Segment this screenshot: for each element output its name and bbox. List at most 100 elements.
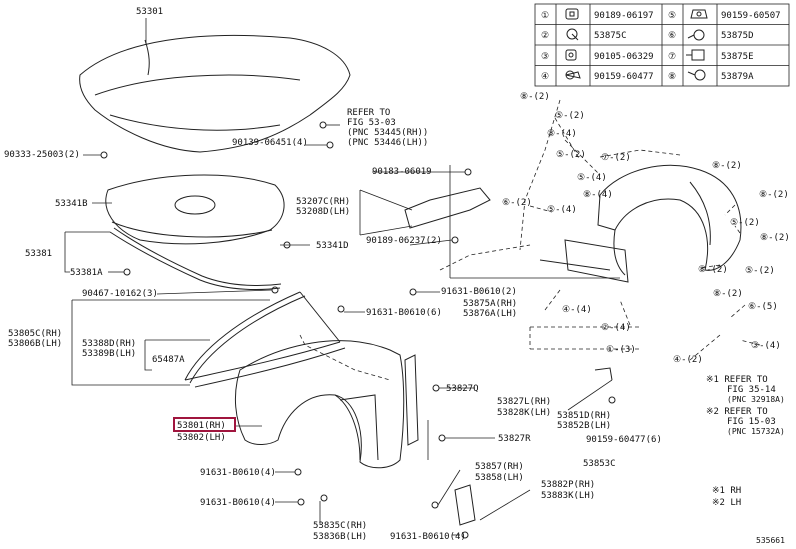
callout-8-2e: ⑧-(2) (698, 265, 728, 275)
legend-part-5: 90159-60507 (721, 11, 781, 21)
legend-part-7: 53875E (721, 52, 754, 62)
legend-part-3: 90105-06329 (594, 52, 654, 62)
fender-liner-drawing (539, 164, 742, 283)
part-labels: REFER TO FIG 53-03 (PNC 53445(RH)) (PNC … (4, 108, 662, 542)
dashed-guides (299, 99, 761, 381)
hood-seal-drawing (64, 227, 282, 291)
label-53827l: 53827L(RH) (497, 397, 551, 407)
fender-brackets-drawing (404, 354, 613, 526)
callout-8-2f: ⑧-(2) (713, 289, 743, 299)
note-1-line2: FIG 35-14 (727, 385, 776, 395)
label-91631-b0610-4b: 91631-B0610(4) (200, 498, 276, 508)
legend-num-8: ⑧ (668, 72, 676, 82)
label-90333: 90333-25003(2) (4, 150, 80, 160)
label-53802: 53802(LH) (177, 433, 226, 443)
callout-7-2: ⑦-(2) (601, 153, 631, 163)
label-53827r: 53827R (498, 434, 531, 444)
seal-strips-drawing (71, 291, 346, 388)
label-90189-06237: 90189-06237(2) (366, 236, 442, 246)
callout-5-4b: ⑤-(4) (547, 205, 577, 215)
label-53381: 53381 (25, 249, 52, 259)
callout-5-2a: ⑤-(2) (555, 111, 585, 121)
note-2-line3: (PNC 15732A) (727, 427, 785, 436)
label-53883k: 53883K(LH) (541, 491, 595, 501)
label-53207c: 53207C(RH) (296, 197, 350, 207)
callout-4-4: ④-(4) (562, 305, 592, 315)
label-refer-4: (PNC 53446(LH)) (347, 138, 428, 148)
label-90139: 90139-06451(4) (232, 138, 308, 148)
callout-5-2d: ⑤-(2) (745, 266, 775, 276)
label-53852b: 53852B(LH) (557, 421, 611, 431)
label-91631-b0610-6: 91631-B0610(6) (366, 308, 442, 318)
label-53876a: 53876A(LH) (463, 309, 517, 319)
hood-insulator-drawing (92, 174, 285, 245)
label-refer-1: REFER TO (347, 108, 390, 118)
legend-num-4: ④ (541, 72, 549, 82)
callout-5-2b: ⑤-(2) (556, 150, 586, 160)
callout-3-4: ③-(4) (751, 341, 781, 351)
callout-1-3: ①-(3) (606, 345, 636, 355)
callout-6-5: ⑥-(5) (748, 302, 778, 312)
label-91631-b0610-4c: 91631-B0610(4) (390, 532, 466, 542)
callout-5-4a: ⑤-(4) (577, 173, 607, 183)
callout-8-2c: ⑧-(2) (759, 190, 789, 200)
label-53806b: 53806B(LH) (8, 339, 62, 349)
label-53875a: 53875A(RH) (463, 299, 517, 309)
label-refer-2: FIG 53-03 (347, 118, 396, 128)
callout-5-2c: ⑤-(2) (730, 218, 760, 228)
callout-6-2: ⑥-(2) (502, 198, 532, 208)
legend-table: ① ② ③ ④ 90189-06197 53875C 90105-06329 9… (534, 3, 790, 87)
legend-num-5: ⑤ (668, 11, 676, 21)
callout-labels: ⑧-(2) ⑤-(2) ⑧-(4) ⑤-(2) ⑦-(2) ⑤-(4) ⑧-(4… (502, 92, 790, 365)
legend-num-3: ③ (541, 52, 549, 62)
label-53381a: 53381A (70, 268, 103, 278)
label-53836b: 53836B(LH) (313, 532, 367, 542)
label-53388d: 53388D(RH) (82, 339, 136, 349)
legend-num-7: ⑦ (668, 52, 676, 62)
fender-drawing (235, 340, 405, 469)
legend-num-1: ① (541, 11, 549, 21)
label-90467: 90467-10162(3) (82, 289, 158, 299)
label-53341b: 53341B (55, 199, 88, 209)
label-53853c: 53853C (583, 459, 616, 469)
label-53828k: 53828K(LH) (497, 408, 551, 418)
legend-part-2: 53875C (594, 31, 627, 41)
label-53341d: 53341D (316, 241, 349, 251)
highlight-53801 (173, 417, 236, 432)
label-53835c: 53835C(RH) (313, 521, 367, 531)
note-lh: ※2 LH (712, 498, 741, 508)
fasteners (100, 121, 616, 539)
legend-num-2: ② (541, 31, 549, 41)
label-91631-b0610-4a: 91631-B0610(4) (200, 468, 276, 478)
label-53208d: 53208D(LH) (296, 207, 350, 217)
notes: ※1 REFER TO FIG 35-14 (PNC 32918A) ※2 RE… (706, 375, 785, 545)
label-90159-60477: 90159-60477(6) (586, 435, 662, 445)
leader-lines (83, 124, 620, 536)
label-90183: 90183-06019 (372, 167, 432, 177)
callout-8-4b: ⑧-(4) (583, 190, 613, 200)
hood-drawing (79, 18, 351, 153)
callout-4-2: ④-(2) (673, 355, 703, 365)
label-53301: 53301 (136, 7, 163, 17)
hood-hinge-drawing (359, 187, 491, 236)
note-rh: ※1 RH (712, 486, 741, 496)
note-2-line1: ※2 REFER TO (706, 407, 768, 417)
label-53857: 53857(RH) (475, 462, 524, 472)
callout-8-2d: ⑧-(2) (760, 233, 790, 243)
legend-part-6: 53875D (721, 31, 754, 41)
callout-8-2a: ⑧-(2) (520, 92, 550, 102)
note-2-line2: FIG 15-03 (727, 417, 776, 427)
legend-part-1: 90189-06197 (594, 11, 654, 21)
label-refer-3: (PNC 53445(RH)) (347, 128, 428, 138)
label-53827q: 53827Q (446, 384, 479, 394)
legend-part-4: 90159-60477 (594, 72, 654, 82)
label-91631-b0610-2: 91631-B0610(2) (441, 287, 517, 297)
legend-num-6: ⑥ (668, 31, 676, 41)
legend-part-8: 53879A (721, 72, 754, 82)
label-53858: 53858(LH) (475, 473, 524, 483)
label-53805c: 53805C(RH) (8, 329, 62, 339)
label-53882p: 53882P(RH) (541, 480, 595, 490)
note-1-line3: (PNC 32918A) (727, 395, 785, 404)
